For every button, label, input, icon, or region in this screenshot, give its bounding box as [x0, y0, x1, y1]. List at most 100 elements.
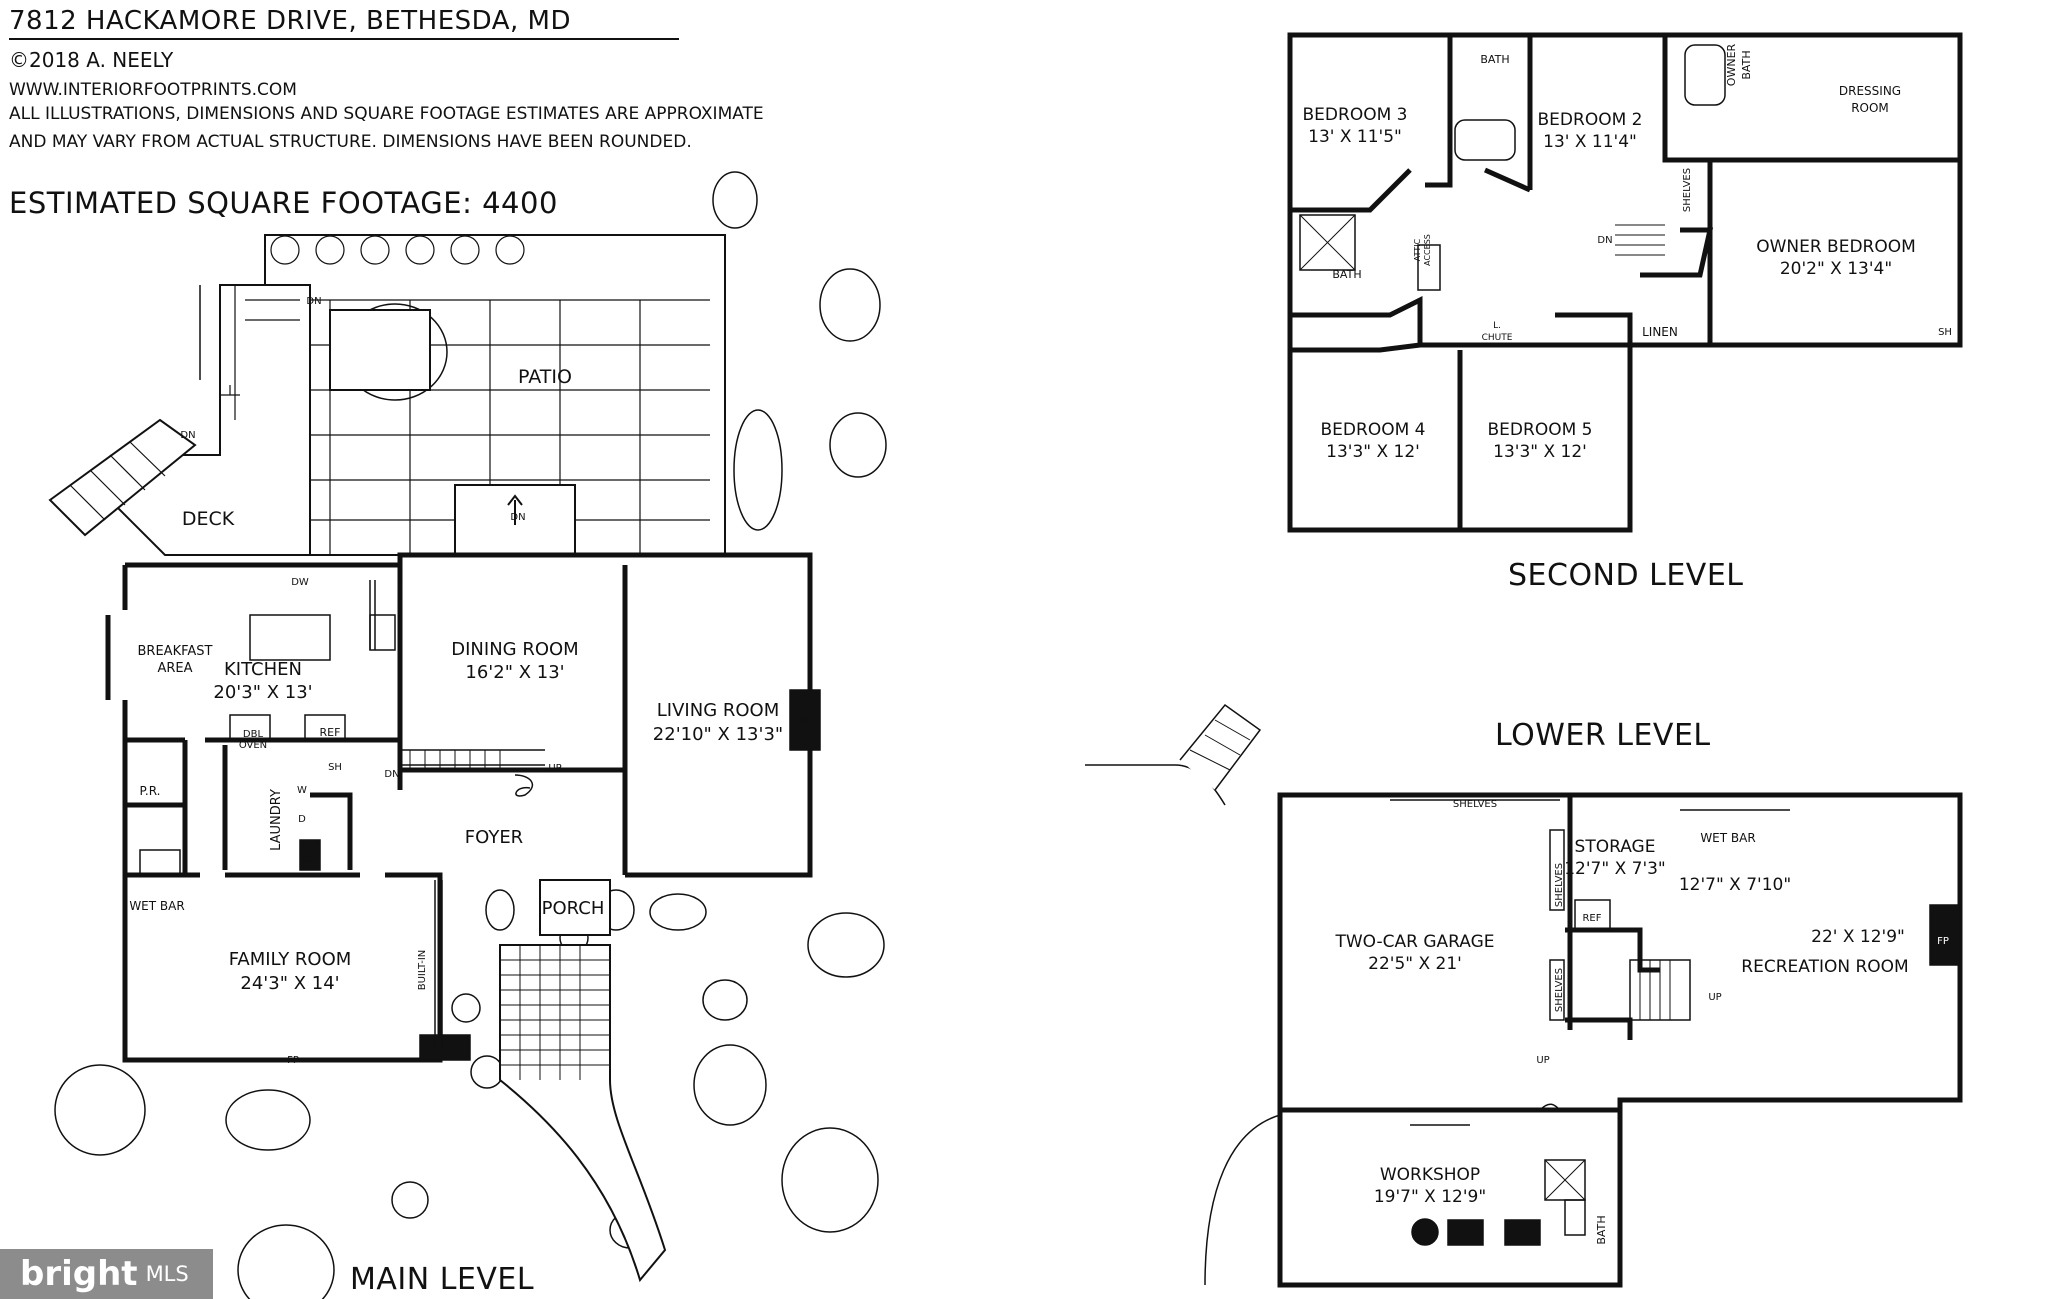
label-up-garage: UP: [1536, 1055, 1549, 1066]
lower-level-title: LOWER LEVEL: [1495, 718, 1711, 753]
label-deck: DECK: [182, 508, 235, 530]
landscape-trees: [54, 171, 887, 1299]
label-lchute-2: CHUTE: [1482, 333, 1513, 343]
shower: [1299, 214, 1356, 271]
label-bath-lower: BATH: [1595, 1215, 1608, 1244]
bright-mls-watermark: bright MLS: [0, 1249, 213, 1299]
label-patio: PATIO: [518, 366, 572, 388]
label-shelves-storage-1: SHELVES: [1554, 863, 1565, 907]
tree-icon: [712, 171, 758, 229]
main-level-title: MAIN LEVEL: [350, 1262, 535, 1297]
label-owner-bath-1: OWNER: [1725, 43, 1738, 86]
label-family: FAMILY ROOM: [229, 949, 352, 970]
label-dbl: DBL: [243, 729, 264, 740]
shrub-icon: [391, 1181, 429, 1219]
label-attic-2: ACCESS: [1423, 234, 1432, 266]
kitchen-island: [249, 614, 331, 661]
label-dn-patio: DN: [510, 512, 525, 523]
label-garage-dim: 22'5" X 21': [1368, 954, 1462, 974]
label-kitchen-dim: 20'3" X 13': [213, 682, 312, 703]
label-storage: STORAGE: [1575, 837, 1656, 857]
label-lc: L.C.: [299, 855, 316, 865]
label-bath-hall: BATH: [1480, 53, 1509, 66]
second-level-title: SECOND LEVEL: [1508, 558, 1744, 593]
tree-icon: [237, 1224, 335, 1299]
label-up-lower: UP: [1708, 992, 1721, 1003]
label-workshop-dim: 19'7" X 12'9": [1374, 1187, 1486, 1207]
label-owner-bedroom-dim: 20'2" X 13'4": [1780, 259, 1892, 279]
label-storage-dim: 12'7" X 7'3": [1564, 859, 1666, 879]
label-fp-living: FP: [800, 716, 812, 727]
label-bedroom-3-dim: 13' X 11'5": [1308, 127, 1402, 147]
tree-icon: [54, 1064, 146, 1156]
shrub-icon: [451, 993, 481, 1023]
label-kitchen: KITCHEN: [224, 659, 302, 680]
label-rec-small-dim: 12'7" X 7'10": [1679, 875, 1791, 895]
label-bedroom-4: BEDROOM 4: [1321, 420, 1426, 440]
label-shelves-garage: SHELVES: [1453, 799, 1497, 810]
label-sh: SH: [328, 762, 342, 773]
disclaimer-line-1: ALL ILLUSTRATIONS, DIMENSIONS AND SQUARE…: [9, 104, 764, 124]
bathtub: [1454, 119, 1516, 161]
label-ref: REF: [320, 726, 341, 739]
shrub-icon: [470, 1055, 504, 1089]
label-attic-1: ATTIC: [1413, 238, 1422, 261]
watermark-suffix: MLS: [145, 1262, 189, 1286]
shrub-icon: [485, 889, 515, 931]
label-foyer: FOYER: [465, 827, 523, 848]
tree-icon: [693, 1044, 767, 1126]
watermark-brand: bright: [20, 1254, 138, 1294]
label-shelves-storage-2: SHELVES: [1554, 968, 1565, 1012]
label-dining: DINING ROOM: [451, 639, 578, 660]
label-workshop: WORKSHOP: [1380, 1165, 1480, 1185]
tree-icon: [225, 1089, 311, 1151]
label-porch: PORCH: [542, 898, 605, 919]
address-title: 7812 HACKAMORE DRIVE, BETHESDA, MD: [9, 6, 571, 36]
label-bedroom-2: BEDROOM 2: [1538, 110, 1643, 130]
label-fp-family: FP: [287, 1055, 299, 1066]
bathtub: [1684, 44, 1726, 106]
disclaimer-line-2: AND MAY VARY FROM ACTUAL STRUCTURE. DIME…: [9, 132, 692, 152]
shrub-icon: [649, 893, 707, 931]
label-pr: P.R.: [140, 784, 161, 798]
tree-icon: [819, 268, 881, 342]
label-ref-lower: REF: [1582, 913, 1601, 924]
tree-icon: [807, 912, 885, 978]
label-bedroom-5: BEDROOM 5: [1488, 420, 1593, 440]
label-breakfast-2: AREA: [157, 661, 192, 676]
square-footage: ESTIMATED SQUARE FOOTAGE: 4400: [9, 186, 558, 220]
label-builtin: BUILT-IN: [417, 950, 428, 991]
shrub-icon: [702, 979, 748, 1021]
title-rule: [9, 38, 679, 40]
patio-area: [264, 234, 726, 556]
label-d: D: [298, 814, 306, 825]
label-bath-second: BATH: [1332, 268, 1361, 281]
label-bedroom-4-dim: 13'3" X 12': [1326, 442, 1420, 462]
label-owner-bedroom: OWNER BEDROOM: [1756, 237, 1916, 257]
label-up-foyer: UP: [548, 763, 561, 774]
label-rec-dim: 22' X 12'9": [1811, 927, 1905, 947]
label-oven: OVEN: [239, 740, 267, 751]
label-sh-owner: SH: [1938, 327, 1952, 338]
label-dn-stairs: DN: [306, 296, 321, 307]
label-bedroom-2-dim: 13' X 11'4": [1543, 132, 1637, 152]
label-recreation: RECREATION ROOM: [1741, 957, 1908, 977]
main-level-walls: [105, 552, 813, 1063]
label-dw: DW: [291, 577, 309, 588]
label-w: W: [297, 785, 307, 796]
label-shelves-second: SHELVES: [1682, 168, 1693, 212]
fireplace-hearth: [789, 689, 821, 751]
deck-area: [48, 284, 311, 556]
label-family-dim: 24'3" X 14': [240, 973, 339, 994]
front-walkway: [499, 879, 667, 1283]
label-laundry: LAUNDRY: [269, 789, 284, 851]
label-dining-dim: 16'2" X 13': [465, 662, 564, 683]
tree-icon: [781, 1127, 879, 1233]
label-bedroom-5-dim: 13'3" X 12': [1493, 442, 1587, 462]
shrub-icon: [733, 409, 783, 531]
label-dn-deck: DN: [180, 430, 195, 441]
label-dn-second: DN: [1597, 235, 1612, 246]
tree-icon: [829, 412, 887, 478]
label-lchute-1: L.: [1493, 321, 1501, 331]
second-level-walls: [1287, 32, 1963, 533]
